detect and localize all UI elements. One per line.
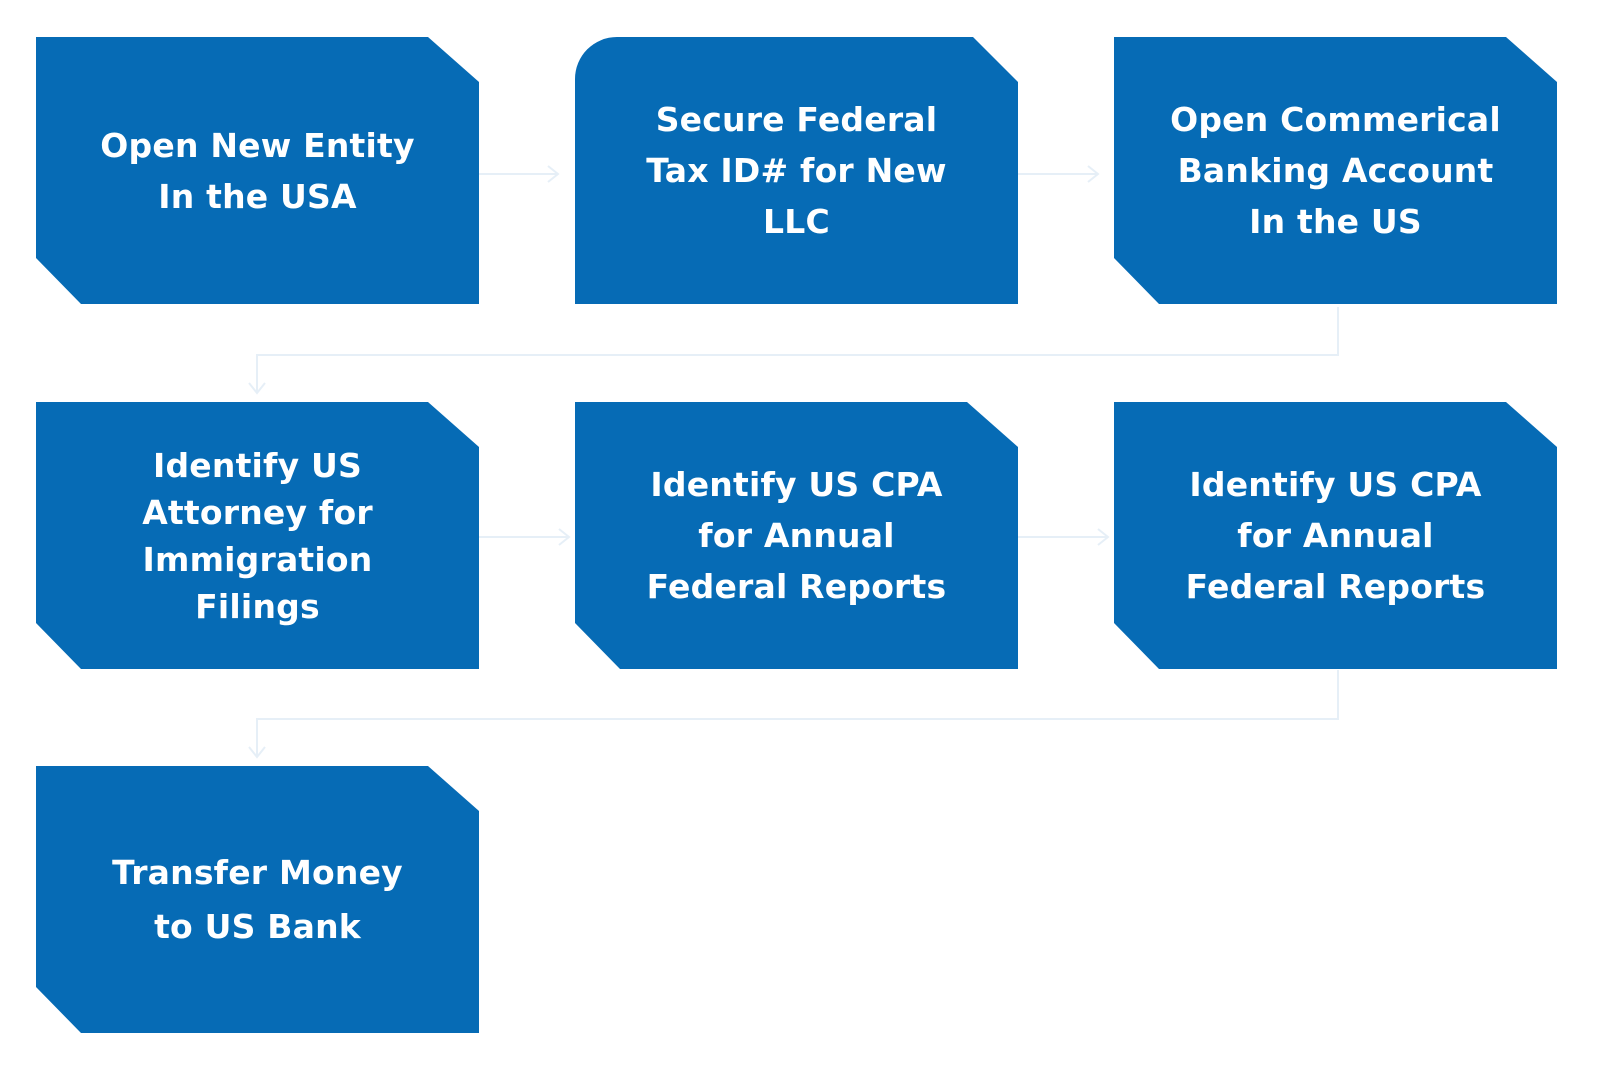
- arrowhead-3-4: [248, 382, 266, 395]
- step-box-secure-federal-tax-id: Secure Federal Tax ID# for New LLC: [575, 37, 1018, 304]
- arrowhead-5-6: [1097, 528, 1110, 546]
- step-box-identify-us-cpa-2: Identify US CPA for Annual Federal Repor…: [1114, 402, 1557, 669]
- step-label: Secure Federal Tax ID# for New LLC: [646, 100, 947, 241]
- step-label: Open New Entity In the USA: [100, 125, 415, 216]
- connector-elbow-6-7: [256, 670, 1339, 757]
- step-label: Identify US CPA for Annual Federal Repor…: [646, 465, 947, 606]
- connector-elbow-3-4: [256, 307, 1339, 393]
- step-box-open-new-entity: Open New Entity In the USA: [36, 37, 479, 304]
- arrowhead-4-5: [558, 528, 571, 546]
- arrowhead-1-2: [547, 165, 560, 183]
- arrowhead-2-3: [1087, 165, 1100, 183]
- step-label: Identify US Attorney for Immigration Fil…: [142, 445, 373, 626]
- step-label: Transfer Money to US Bank: [112, 852, 403, 946]
- arrowhead-6-7: [248, 746, 266, 759]
- step-box-open-commercial-banking-account: Open Commerical Banking Account In the U…: [1114, 37, 1557, 304]
- step-box-transfer-money: Transfer Money to US Bank: [36, 766, 479, 1033]
- step-box-identify-us-attorney: Identify US Attorney for Immigration Fil…: [36, 402, 479, 669]
- step-box-identify-us-cpa-1: Identify US CPA for Annual Federal Repor…: [575, 402, 1018, 669]
- step-label: Open Commerical Banking Account In the U…: [1170, 100, 1501, 241]
- step-label: Identify US CPA for Annual Federal Repor…: [1185, 465, 1486, 606]
